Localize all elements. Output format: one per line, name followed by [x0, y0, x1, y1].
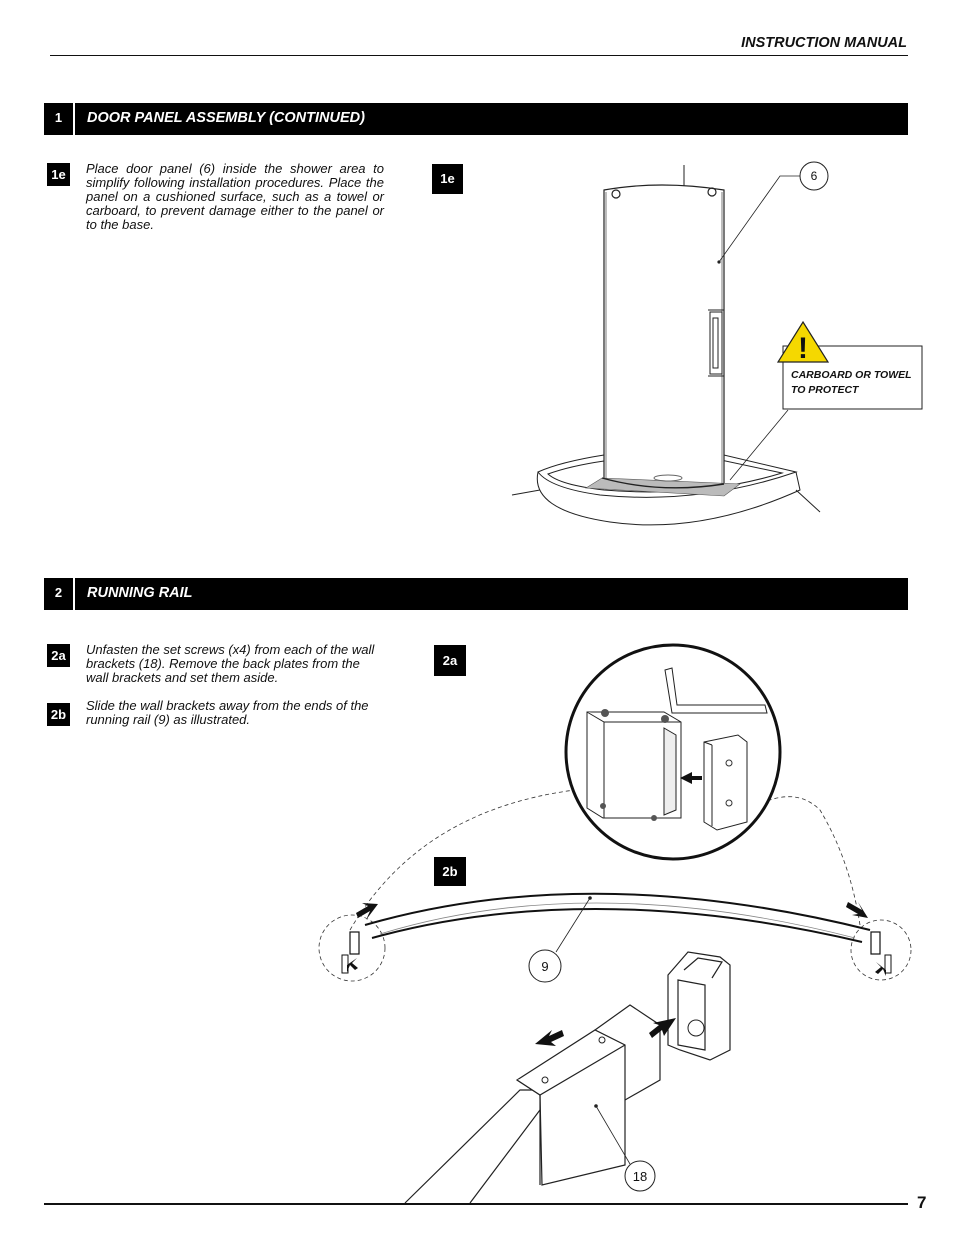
callout-9: 9 — [541, 959, 548, 974]
step-2a-text: Unfasten the set screws (x4) from each o… — [86, 642, 375, 685]
step-1e-text: Place door panel (6) inside the shower a… — [86, 161, 384, 232]
page-number: 7 — [917, 1193, 927, 1212]
header-rule — [50, 55, 908, 56]
section-2-header: 2 RUNNING RAIL — [44, 578, 908, 610]
section-1-title: DOOR PANEL ASSEMBLY (CONTINUED) — [87, 110, 365, 126]
figure-2a-badge: 2a — [434, 645, 466, 676]
running-rail-illustration: 9 18 — [318, 643, 912, 1204]
figure-2b-badge: 2b — [434, 857, 466, 886]
warning-line-2: TO PROTECT — [791, 384, 860, 396]
callout-18: 18 — [633, 1169, 647, 1184]
step-2a-badge: 2a — [47, 644, 70, 667]
section-1-header: 1 DOOR PANEL ASSEMBLY (CONTINUED) — [44, 103, 908, 135]
figure-1e-badge: 1e — [432, 164, 463, 194]
section-2-title: RUNNING RAIL — [87, 585, 193, 601]
manual-title: INSTRUCTION MANUAL — [741, 35, 907, 51]
step-2b-badge: 2b — [47, 703, 70, 726]
warning-line-1: CARBOARD OR TOWEL — [791, 369, 912, 381]
callout-6: 6 — [811, 169, 818, 183]
section-1-number: 1 — [44, 103, 75, 135]
door-panel-illustration: 6 ! CARBOARD OR TOWEL TO PROTECT — [511, 161, 923, 526]
svg-text:!: ! — [798, 332, 808, 365]
step-1e-badge: 1e — [47, 163, 70, 186]
step-2b-text: Slide the wall brackets away from the en… — [86, 698, 369, 727]
section-2-number: 2 — [44, 578, 75, 610]
footer-rule — [44, 1203, 908, 1205]
